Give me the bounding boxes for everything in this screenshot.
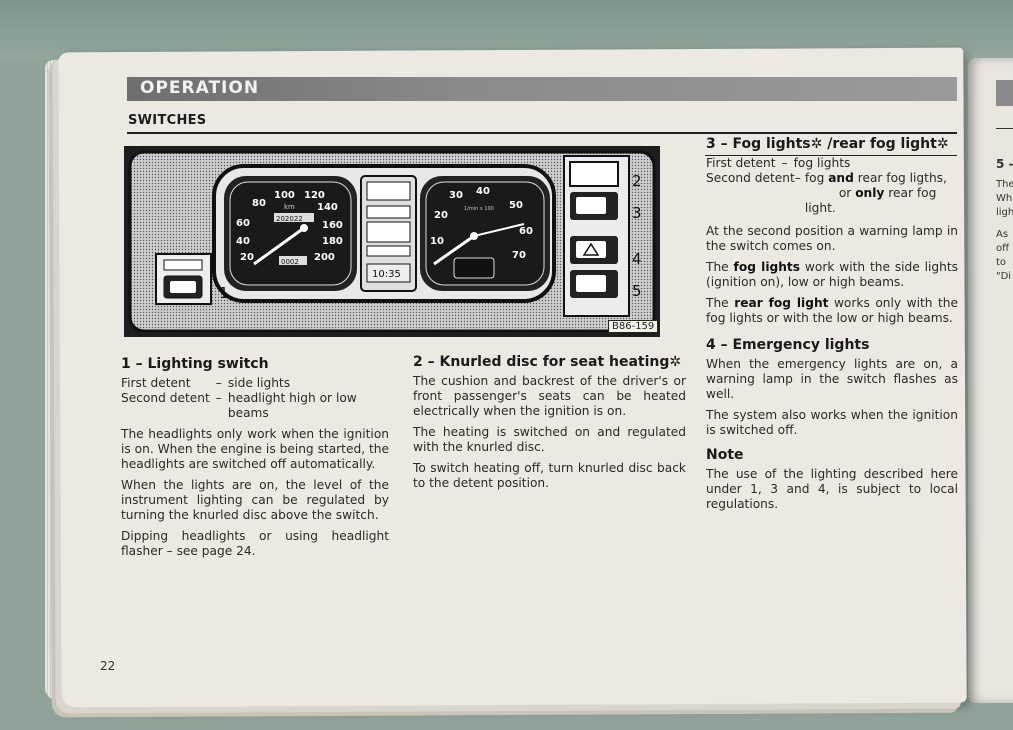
heading-emergency-lights: 4 – Emergency lights: [706, 337, 870, 353]
paragraph: The heating is switched on and regulated…: [413, 425, 686, 454]
column-lighting-switch: 1 – Lighting switch First detent – side …: [121, 357, 389, 565]
tachometer-gauge: 10 20 30 40 50 60 70 1/min x 100: [420, 176, 550, 291]
facing-page-fragment: off: [996, 243, 1010, 254]
speedo-unit: km: [284, 203, 295, 211]
detent-dash: –: [215, 391, 222, 405]
section-title: SWITCHES: [128, 113, 207, 128]
facing-page-heading: 5 -: [996, 157, 1013, 171]
detent-dash: –: [215, 376, 222, 390]
odometer: 202022: [276, 215, 303, 223]
text-run: rear fog ligths,: [857, 171, 947, 185]
paragraph: The rear fog light works only with the f…: [706, 296, 958, 326]
text-run-bold: only: [855, 186, 885, 200]
dashboard-illustration: 80 100 120 140 160 180 200 60 40 20 km 2…: [124, 146, 660, 337]
facing-page-fragment: As: [996, 229, 1009, 240]
dashboard-svg: 80 100 120 140 160 180 200 60 40 20 km 2…: [124, 146, 660, 337]
tacho-tick: 70: [512, 250, 526, 261]
paragraph: The headlights only work when the igniti…: [121, 427, 389, 471]
text-run: works only with the fog lights or with t…: [706, 296, 958, 325]
heading-fog-lights: 3 – Fog lights✲ /rear fog light✲: [706, 136, 949, 152]
paragraph: The system also works when the ignition …: [706, 408, 958, 437]
detent-value: headlight high or low beams: [227, 391, 357, 420]
detent-label: Second detent: [121, 391, 210, 405]
callout-5: 5: [632, 282, 642, 300]
heading-note: Note: [706, 447, 744, 463]
column-fog-emergency: 3 – Fog lights✲ /rear fog light✲ First d…: [706, 137, 958, 518]
speedo-tick: 180: [322, 236, 343, 247]
paragraph: At the second position a warning lamp in…: [706, 224, 958, 253]
tacho-tick: 30: [449, 190, 463, 201]
tacho-tick: 40: [476, 186, 490, 197]
tacho-unit: 1/min x 100: [464, 206, 494, 212]
clock-display: 10:35: [372, 269, 401, 280]
speedo-tick: 40: [236, 236, 250, 247]
trip-counter: 0002: [281, 258, 299, 266]
section-rule: [127, 132, 957, 134]
column-seat-heating: 2 – Knurled disc for seat heating✲ The c…: [413, 355, 686, 497]
detent-dash: –: [781, 156, 788, 170]
paragraph: To switch heating off, turn knurled disc…: [413, 461, 686, 490]
paragraph: The fog lights work with the side lights…: [706, 260, 958, 290]
lighting-switch: [155, 253, 212, 305]
detent-value: fog lights: [793, 156, 851, 170]
detent-value: side lights: [227, 376, 291, 390]
tacho-tick: 50: [509, 200, 523, 211]
text-run: The: [706, 296, 729, 310]
speedometer-gauge: 80 100 120 140 160 180 200 60 40 20 km 2…: [224, 176, 357, 291]
speedo-tick: 100: [274, 190, 295, 201]
paragraph: The use of the lighting described here u…: [706, 467, 958, 511]
paragraph: Dipping headlights or using headlight fl…: [121, 529, 389, 558]
paragraph: When the lights are on, the level of the…: [121, 478, 389, 522]
detent-label: First detent: [121, 376, 191, 390]
speedo-tick: 60: [236, 218, 250, 229]
callout-4: 4: [632, 250, 642, 268]
heading-seat-heating: 2 – Knurled disc for seat heating✲: [413, 354, 682, 370]
text-run: The: [706, 260, 729, 274]
callout-1: 1: [219, 284, 229, 302]
facing-page-fragment: ligh: [996, 207, 1013, 218]
band-title: OPERATION: [140, 78, 260, 98]
detent-list: First detent – side lights Second detent…: [121, 376, 389, 421]
facing-page: 5 - The Wh ligh As off to "Di: [968, 58, 1013, 703]
paragraph: The cushion and backrest of the driver's…: [413, 374, 686, 418]
speedo-tick: 160: [322, 220, 343, 231]
detent-label: First detent: [706, 156, 776, 170]
text-run-bold: and: [828, 171, 854, 185]
facing-page-rule: [996, 128, 1013, 129]
callout-3: 3: [632, 204, 642, 222]
text-run-bold: fog lights: [733, 260, 801, 274]
text-run: or: [838, 186, 852, 200]
facing-page-fragment: "Di: [996, 271, 1012, 282]
text-run-bold: rear fog light: [734, 296, 829, 310]
facing-page-fragment: Wh: [996, 193, 1013, 204]
speedo-tick: 200: [314, 252, 335, 263]
fog-detent-list: First detent – fog lights: [706, 156, 958, 171]
speedo-tick: 140: [317, 202, 338, 213]
callout-2: 2: [632, 172, 642, 190]
facing-page-fragment: The: [996, 179, 1013, 190]
facing-page-band: [996, 80, 1013, 106]
tacho-tick: 20: [434, 210, 448, 221]
section-band: [127, 77, 957, 101]
center-warning-panel: 10:35: [360, 175, 417, 292]
text-run: fog: [804, 171, 825, 185]
right-switch-panel: [563, 155, 630, 317]
speedo-tick: 20: [240, 252, 254, 263]
text-run: work with the side lights (ignition on),…: [706, 260, 959, 289]
figure-label: B86-159: [608, 320, 659, 333]
text-run: rear fog light.: [804, 186, 937, 215]
page-number: 22: [100, 659, 116, 673]
column-rule: [705, 155, 957, 156]
tacho-tick: 10: [430, 236, 444, 247]
fog-detent-second: Second detent– fog and rear fog ligths, …: [706, 171, 958, 216]
facing-page-fragment: to: [996, 257, 1007, 268]
speedo-tick: 120: [304, 190, 325, 201]
paragraph: When the emergency lights are on, a warn…: [706, 357, 958, 401]
speedo-tick: 80: [252, 198, 266, 209]
tacho-tick: 60: [519, 226, 533, 237]
detent-value: fog and rear fog ligths, or only rear fo…: [805, 171, 958, 216]
detent-label: Second detent–: [706, 171, 801, 185]
heading-lighting-switch: 1 – Lighting switch: [121, 356, 269, 372]
